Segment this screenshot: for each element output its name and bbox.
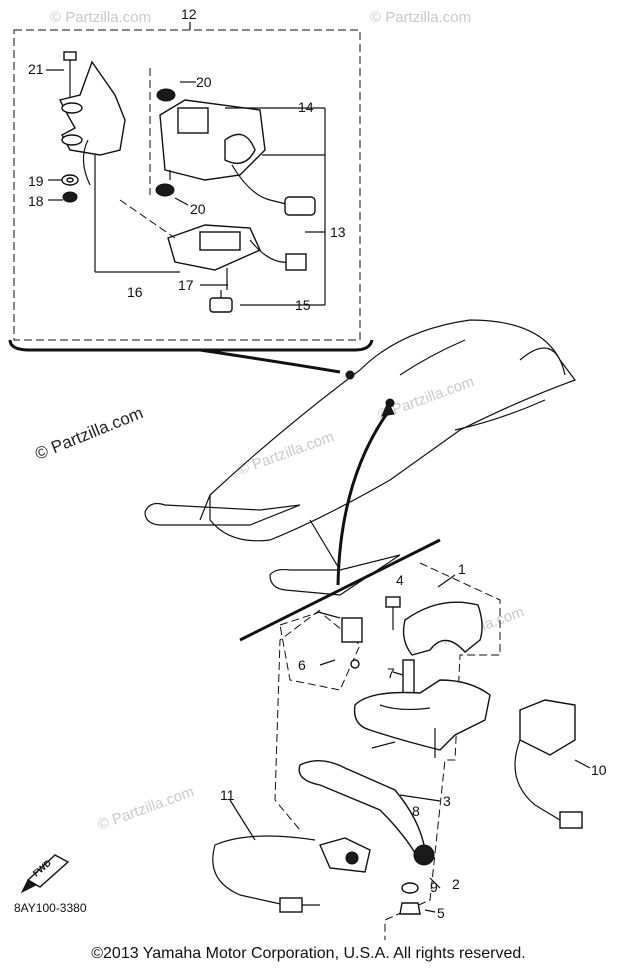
- sensor-10: [514, 699, 583, 829]
- inset-pointer-arrow: [199, 348, 341, 374]
- callout-18: 18: [28, 193, 44, 209]
- callout-20-bottom: 20: [190, 201, 206, 217]
- watermark-mid-right: © Partzilla.com: [376, 373, 477, 424]
- screw-8: [371, 741, 396, 749]
- callout-2: 2: [452, 876, 460, 892]
- diagram-code: 8AY100-3380: [14, 901, 87, 915]
- cdi-unit-14: [159, 99, 316, 216]
- callout-8: 8: [412, 803, 420, 819]
- coil-base-16: [119, 199, 307, 271]
- washer-9: [401, 882, 419, 894]
- snowmobile-outline: [144, 319, 576, 596]
- callout-1: 1: [458, 561, 466, 577]
- bolt-15: [209, 290, 233, 313]
- mounting-bracket: [58, 60, 126, 186]
- throttle-switch-11: [212, 835, 371, 913]
- callout-7: 7: [387, 665, 395, 681]
- lever-cover-1: [402, 601, 483, 656]
- callout-20-top: 20: [196, 74, 212, 90]
- callout-4: 4: [396, 572, 404, 588]
- grommet-20-top: [156, 81, 196, 102]
- washer-19: [48, 174, 79, 186]
- callout-6: 6: [298, 657, 306, 673]
- forward-arrow-icon: FWD: [20, 854, 70, 894]
- leader-lines-lower: [229, 574, 591, 913]
- throttle-assembly-box: [239, 538, 501, 940]
- callout-5: 5: [437, 905, 445, 921]
- copyright-notice: ©2013 Yamaha Motor Corporation, U.S.A. A…: [91, 945, 526, 962]
- callout-9: 9: [430, 879, 438, 895]
- leader-lines-inset: [94, 107, 326, 306]
- watermark-lower-left: © Partzilla.com: [96, 783, 197, 834]
- throttle-pointer-arrow: [336, 411, 390, 586]
- callout-11: 11: [220, 787, 235, 803]
- grommet-20-bottom: [155, 183, 189, 206]
- callout-12: 12: [181, 6, 197, 22]
- throttle-housing: [353, 679, 491, 751]
- bolt-4: [385, 596, 401, 630]
- callout-14: 14: [298, 99, 314, 115]
- callout-15: 15: [295, 297, 311, 313]
- callout-21: 21: [28, 61, 44, 77]
- switch-6: [279, 611, 363, 691]
- nut-18: [48, 191, 78, 203]
- watermark-top-left: © Partzilla.com: [50, 9, 151, 26]
- throttle-lever-2: [298, 760, 435, 866]
- callout-13: 13: [330, 224, 346, 240]
- watermark-top-right: © Partzilla.com: [370, 9, 471, 26]
- inset-assembly-box: [8, 22, 374, 352]
- callout-16: 16: [127, 284, 143, 300]
- callout-10: 10: [591, 762, 607, 778]
- bolt-21: [46, 51, 77, 100]
- watermark-center: © Partzilla.com: [236, 428, 337, 479]
- nut-5: [399, 902, 421, 915]
- callout-3: 3: [443, 793, 451, 809]
- spacer-7: [402, 659, 415, 697]
- callout-19: 19: [28, 173, 44, 189]
- callout-17: 17: [178, 277, 194, 293]
- watermark-main: © Partzilla.com: [32, 403, 145, 464]
